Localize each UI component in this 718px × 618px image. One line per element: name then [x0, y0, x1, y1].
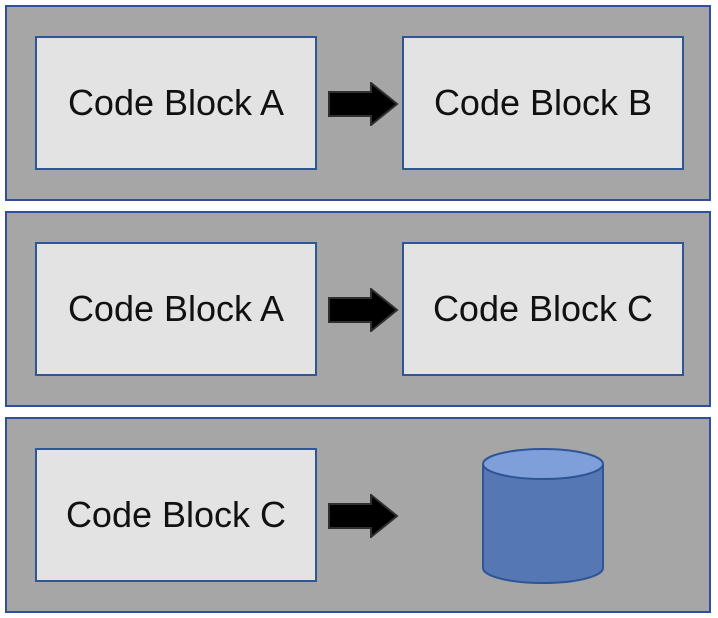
code-block-b-label: Code Block B — [433, 82, 653, 123]
row-3-panel: Code Block C — [5, 417, 711, 613]
right-arrow-icon — [328, 494, 399, 538]
database-icon — [482, 448, 604, 584]
code-block-b-box: Code Block B — [402, 36, 684, 170]
right-arrow-icon — [328, 82, 399, 126]
row-1-panel: Code Block A Code Block B — [5, 5, 711, 201]
code-block-c-label: Code Block C — [432, 288, 654, 329]
code-block-a-box: Code Block A — [35, 36, 317, 170]
code-block-a-label-2: Code Block A — [67, 288, 285, 329]
code-block-c-label-2: Code Block C — [65, 494, 287, 535]
code-block-a-box-2: Code Block A — [35, 242, 317, 376]
right-arrow-icon — [328, 288, 399, 332]
code-block-a-label: Code Block A — [67, 82, 285, 123]
row-2-panel: Code Block A Code Block C — [5, 211, 711, 407]
code-block-c-box: Code Block C — [402, 242, 684, 376]
code-block-c-box-2: Code Block C — [35, 448, 317, 582]
